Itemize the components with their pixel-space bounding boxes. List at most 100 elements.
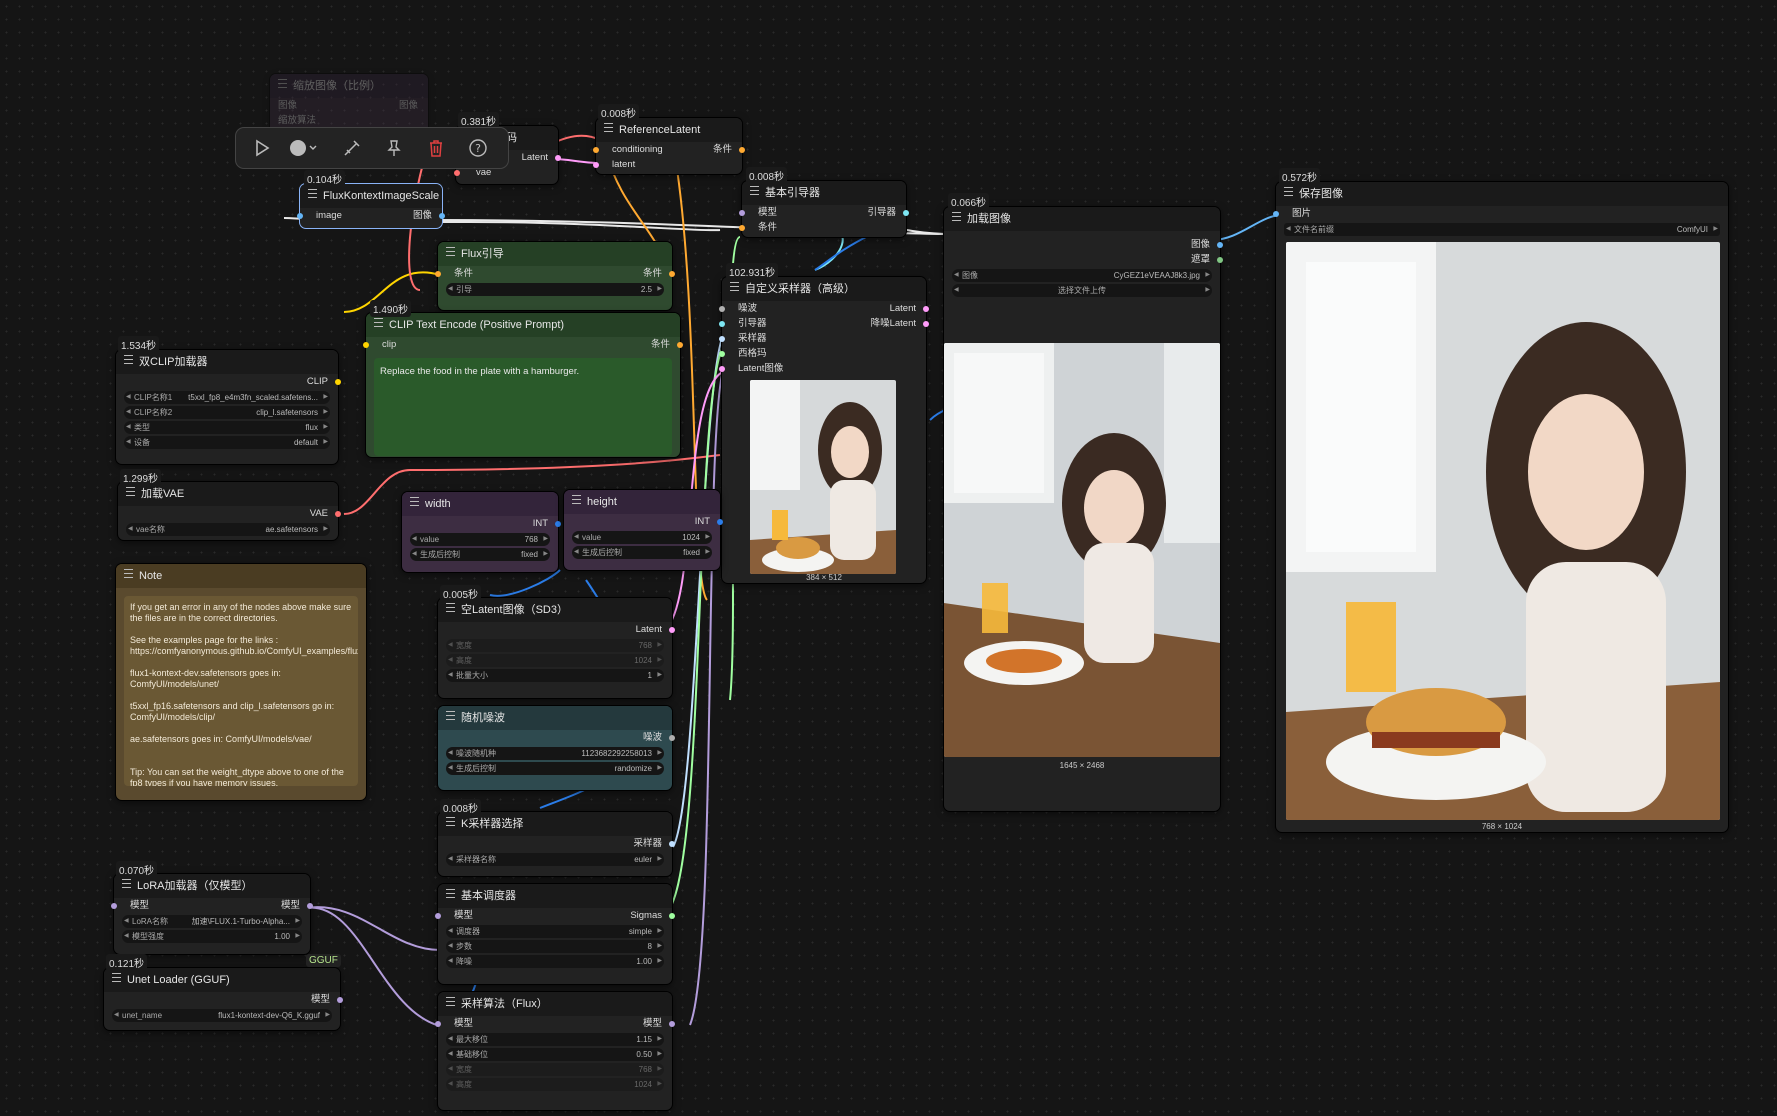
node-header: 空Latent图像（SD3） xyxy=(438,598,672,622)
output-dot[interactable] xyxy=(903,210,909,216)
unet-loader-gguf-node[interactable]: Unet Loader (GGUF) 模型 unet_nameflux1-kon… xyxy=(104,968,343,1030)
clip-name1-widget[interactable]: CLIP名称1t5xxl_fp8_e4m3fn_scaled.safetens.… xyxy=(124,391,330,404)
output-dot[interactable] xyxy=(669,841,675,847)
output-dot[interactable] xyxy=(739,147,745,153)
guidance-widget[interactable]: 引导2.5 xyxy=(446,283,664,296)
output-dot[interactable] xyxy=(1217,242,1223,248)
note-node[interactable]: Note If you get an error in any of the n… xyxy=(116,564,366,800)
basic-guider-node[interactable]: 基本引导器 模型引导器 条件 xyxy=(739,181,909,237)
input-dot[interactable] xyxy=(719,351,725,357)
input-dot[interactable] xyxy=(297,213,303,219)
output-dot[interactable] xyxy=(335,511,341,517)
prompt-textarea[interactable]: Replace the food in the plate with a ham… xyxy=(374,358,672,456)
output-dot[interactable] xyxy=(669,913,675,919)
node-title: 随机噪波 xyxy=(461,712,505,724)
dual-clip-loader-node[interactable]: 双CLIP加载器 CLIP CLIP名称1t5xxl_fp8_e4m3fn_sc… xyxy=(116,350,341,464)
output-dot[interactable] xyxy=(439,213,445,219)
output-dot[interactable] xyxy=(337,997,343,1003)
node-title: 保存图像 xyxy=(1299,188,1343,200)
upload-button[interactable]: 选择文件上传 xyxy=(952,284,1212,297)
input-dot[interactable] xyxy=(454,170,460,176)
color-circle-icon[interactable] xyxy=(288,138,322,158)
input-dot[interactable] xyxy=(111,903,117,909)
input-dot[interactable] xyxy=(1273,211,1279,217)
input-dot[interactable] xyxy=(593,162,599,168)
input-dot[interactable] xyxy=(435,913,441,919)
trash-icon[interactable] xyxy=(426,138,446,158)
node-row: VAE xyxy=(118,506,341,521)
bypass-wand-icon[interactable] xyxy=(342,138,362,158)
output-dot[interactable] xyxy=(669,271,675,277)
output-dot[interactable] xyxy=(307,903,313,909)
output-dot[interactable] xyxy=(717,519,723,525)
output-dot[interactable] xyxy=(923,306,929,312)
input-dot[interactable] xyxy=(719,321,725,327)
input-dot[interactable] xyxy=(435,271,441,277)
output-dot[interactable] xyxy=(1217,257,1223,263)
note-text[interactable]: If you get an error in any of the nodes … xyxy=(124,596,358,786)
pin-icon[interactable] xyxy=(384,138,404,158)
output-dot[interactable] xyxy=(923,321,929,327)
output-dot[interactable] xyxy=(669,627,675,633)
input-dot[interactable] xyxy=(739,210,745,216)
output-dot[interactable] xyxy=(555,521,561,527)
input-dot[interactable] xyxy=(719,336,725,342)
output-dot[interactable] xyxy=(677,342,683,348)
input-dot[interactable] xyxy=(593,147,599,153)
output-dot[interactable] xyxy=(555,155,561,161)
ghost-scale-node[interactable]: 缩放图像（比例） 图像图像 缩放算法 xyxy=(270,74,428,134)
input-dot[interactable] xyxy=(719,306,725,312)
output-dot[interactable] xyxy=(669,735,675,741)
lora-name-widget[interactable]: LoRA名称加速\FLUX.1-Turbo-Alpha... xyxy=(122,915,302,928)
output-dot[interactable] xyxy=(335,379,341,385)
denoise-widget[interactable]: 降噪1.00 xyxy=(446,955,664,968)
input-dot[interactable] xyxy=(363,342,369,348)
play-icon[interactable] xyxy=(252,138,272,158)
input-dot[interactable] xyxy=(719,366,725,372)
input-dot[interactable] xyxy=(435,1021,441,1027)
input-dot[interactable] xyxy=(739,225,745,231)
output-dot[interactable] xyxy=(669,1021,675,1027)
steps-widget[interactable]: 步数8 xyxy=(446,940,664,953)
help-icon[interactable]: ? xyxy=(468,138,488,158)
